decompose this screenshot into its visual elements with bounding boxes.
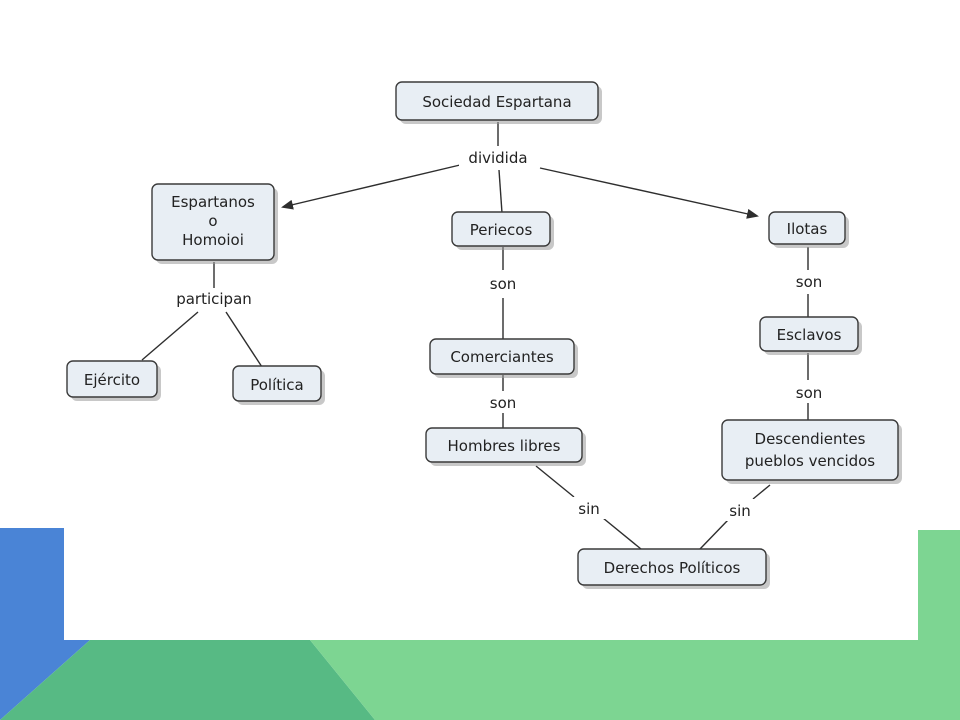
link-label-dividida: dividida — [468, 149, 527, 167]
edge-participan-to-ejercito — [141, 311, 199, 361]
link-label-participan: participan — [176, 290, 252, 308]
link-label-son-comerciantes: son — [490, 394, 517, 412]
link-label-sin-left: sin — [578, 500, 600, 518]
svg-text:Derechos Políticos: Derechos Políticos — [604, 559, 741, 577]
edge-descendientes-to-sin — [752, 484, 771, 500]
node-ilotas: Ilotas — [768, 211, 849, 248]
link-label-son-esclavos: son — [796, 384, 823, 402]
node-espartanos: Espartanos o Homoioi — [151, 183, 278, 264]
node-derechos-politicos: Derechos Políticos — [577, 548, 770, 589]
svg-text:Ilotas: Ilotas — [787, 220, 828, 238]
background-green-shape — [0, 640, 375, 720]
edge-dividida-to-espartanos — [281, 164, 461, 210]
link-labels: dividida participan son son sin son son … — [164, 146, 829, 521]
edge-hombres-libres-to-sin — [535, 465, 575, 498]
link-label-son-ilotas: son — [796, 273, 823, 291]
svg-text:Sociedad Espartana: Sociedad Espartana — [422, 93, 571, 111]
svg-text:Esclavos: Esclavos — [777, 326, 842, 344]
edge-sin-to-derechos-right — [699, 519, 729, 550]
node-sociedad-espartana: Sociedad Espartana — [395, 81, 602, 124]
svg-text:Homoioi: Homoioi — [182, 231, 244, 249]
node-politica: Política — [232, 365, 325, 405]
svg-text:Periecos: Periecos — [470, 221, 533, 239]
svg-text:o: o — [208, 212, 217, 230]
svg-text:pueblos vencidos: pueblos vencidos — [745, 452, 875, 470]
svg-text:Descendientes: Descendientes — [755, 430, 866, 448]
node-descendientes: Descendientes pueblos vencidos — [721, 419, 902, 484]
edge-dividida-to-ilotas — [539, 167, 759, 219]
svg-text:Política: Política — [250, 376, 304, 394]
svg-text:Ejército: Ejército — [84, 371, 140, 389]
node-hombres-libres: Hombres libres — [425, 427, 586, 466]
node-comerciantes: Comerciantes — [429, 338, 578, 378]
svg-text:Espartanos: Espartanos — [171, 193, 255, 211]
background-blue-shape — [0, 528, 90, 720]
node-ejercito: Ejército — [66, 360, 161, 401]
link-label-son-periecos: son — [490, 275, 517, 293]
node-periecos: Periecos — [451, 211, 554, 250]
edge-dividida-to-periecos — [498, 169, 503, 214]
edge-participan-to-politica — [225, 311, 263, 368]
node-esclavos: Esclavos — [759, 316, 862, 355]
background-light-green-shape — [310, 530, 960, 720]
svg-text:Comerciantes: Comerciantes — [450, 348, 554, 366]
link-label-sin-right: sin — [729, 502, 751, 520]
svg-text:Hombres libres: Hombres libres — [448, 437, 561, 455]
edge-sin-to-derechos-left — [602, 517, 642, 550]
